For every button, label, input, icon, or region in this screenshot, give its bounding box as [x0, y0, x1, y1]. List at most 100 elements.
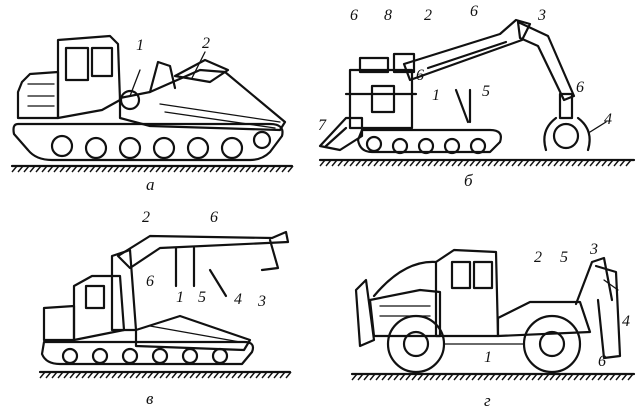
- ground-hatch-line: [117, 371, 124, 379]
- ground-hatch-line: [597, 373, 604, 381]
- label-d-2: 2: [534, 249, 542, 266]
- cab-c: [72, 274, 126, 342]
- ground-hatch-line: [219, 371, 226, 379]
- caption-d: г: [484, 391, 491, 410]
- ground-hatch-line: [625, 159, 632, 167]
- ground-hatch-line: [77, 165, 84, 173]
- ground-hatch-line: [221, 165, 228, 173]
- ground-hatch-line: [107, 165, 114, 173]
- cabin-window-b: [370, 84, 396, 114]
- ground-hatch-line: [465, 373, 472, 381]
- ground-hatch-line: [173, 165, 180, 173]
- ground-hatch-line: [475, 159, 482, 167]
- ground-hatch-line: [113, 165, 120, 173]
- ground-hatch-line: [275, 165, 282, 173]
- ground-hatch-line: [351, 373, 358, 381]
- ground-hatch-line: [185, 165, 192, 173]
- ground-hatch-line: [477, 373, 484, 381]
- ground-hatch-line: [81, 371, 88, 379]
- ground-hatch-line: [161, 165, 168, 173]
- ground-hatch-line: [63, 371, 70, 379]
- ground-hatch-line: [141, 371, 148, 379]
- ground-hatch-line: [607, 159, 614, 167]
- ground-hatch-line: [379, 159, 386, 167]
- ground-hatch-line: [191, 165, 198, 173]
- panel-a: 1 2 а: [10, 34, 294, 194]
- ground-hatch-line: [143, 165, 150, 173]
- label-d-4: 4: [622, 313, 630, 330]
- cab-window-a: [64, 46, 90, 82]
- ground-hatch-line: [147, 371, 154, 379]
- ground-hatch-line: [499, 159, 506, 167]
- ground-hatch-line: [129, 371, 136, 379]
- ground-hatch-line: [507, 373, 514, 381]
- ground-hatch-line: [357, 373, 364, 381]
- ground-hatch-line: [177, 371, 184, 379]
- caption-b: б: [464, 171, 473, 190]
- label-c-6b: 6: [146, 273, 154, 290]
- ground-hatch-line: [87, 371, 94, 379]
- ground-hatch-c: [38, 370, 292, 379]
- ground-hatch-line: [39, 371, 46, 379]
- ground-hatch-line: [257, 165, 264, 173]
- ground-hatch-line: [469, 159, 476, 167]
- ground-hatch-line: [457, 159, 464, 167]
- ground-hatch-line: [53, 165, 60, 173]
- panel-c: 2 6 6 1 5 4 3 в: [38, 209, 292, 408]
- ground-hatch-line: [573, 373, 580, 381]
- ground-hatch-line: [555, 373, 562, 381]
- ground-hatch-line: [135, 371, 142, 379]
- track-wheels-c: [61, 347, 229, 365]
- ground-hatch-line: [567, 373, 574, 381]
- ground-hatch-line: [547, 159, 554, 167]
- ground-hatch-line: [105, 371, 112, 379]
- column-c: [110, 248, 138, 332]
- ground-hatch-line: [167, 165, 174, 173]
- winch-a: [119, 89, 141, 111]
- ground-hatch-line: [131, 165, 138, 173]
- ground-hatch-line: [125, 165, 132, 173]
- ground-hatch-line: [215, 165, 222, 173]
- ground-hatch-line: [101, 165, 108, 173]
- ground-hatch-line: [137, 165, 144, 173]
- ground-hatch-line: [263, 165, 270, 173]
- ground-hatch-line: [427, 159, 434, 167]
- panel-b: 6 8 2 6 3 6 1 5 6 4 7 б: [318, 3, 636, 190]
- ground-hatch-line: [363, 373, 370, 381]
- panel-d: 2 5 3 4 1 6 г: [350, 241, 636, 410]
- ground-hatch-line: [75, 371, 82, 379]
- ground-hatch-line: [261, 371, 268, 379]
- ground-hatch-line: [343, 159, 350, 167]
- label-b-3: 3: [537, 7, 546, 24]
- track-wheels-a: [50, 130, 272, 160]
- caption-c: в: [146, 389, 154, 408]
- rear-d: [496, 300, 592, 338]
- ground-hatch-line: [561, 373, 568, 381]
- ground-hatch-line: [237, 371, 244, 379]
- ground-hatch-line: [239, 165, 246, 173]
- ground-hatch-line: [595, 159, 602, 167]
- ground-hatch-line: [451, 159, 458, 167]
- ground-hatch-line: [231, 371, 238, 379]
- ground-hatch-line: [583, 159, 590, 167]
- ground-hatch-line: [409, 159, 416, 167]
- ground-hatch-line: [337, 159, 344, 167]
- label-b-5: 5: [482, 83, 490, 100]
- ground-hatch-line: [69, 371, 76, 379]
- ground-hatch-line: [393, 373, 400, 381]
- ground-hatch-line: [565, 159, 572, 167]
- ground-hatch-line: [11, 165, 18, 173]
- ground-hatch-line: [153, 371, 160, 379]
- ground-hatch-line: [41, 165, 48, 173]
- ground-hatch-line: [243, 371, 250, 379]
- label-c-1: 1: [176, 289, 184, 306]
- ground-hatch-line: [579, 373, 586, 381]
- ground-hatch-line: [517, 159, 524, 167]
- ground-hatch-line: [29, 165, 36, 173]
- ground-hatch-line: [391, 159, 398, 167]
- ground-hatch-line: [463, 159, 470, 167]
- label-d-1: 1: [484, 349, 492, 366]
- ground-hatch-line: [559, 159, 566, 167]
- label-b-8: 8: [384, 7, 392, 24]
- ground-hatch-line: [519, 373, 526, 381]
